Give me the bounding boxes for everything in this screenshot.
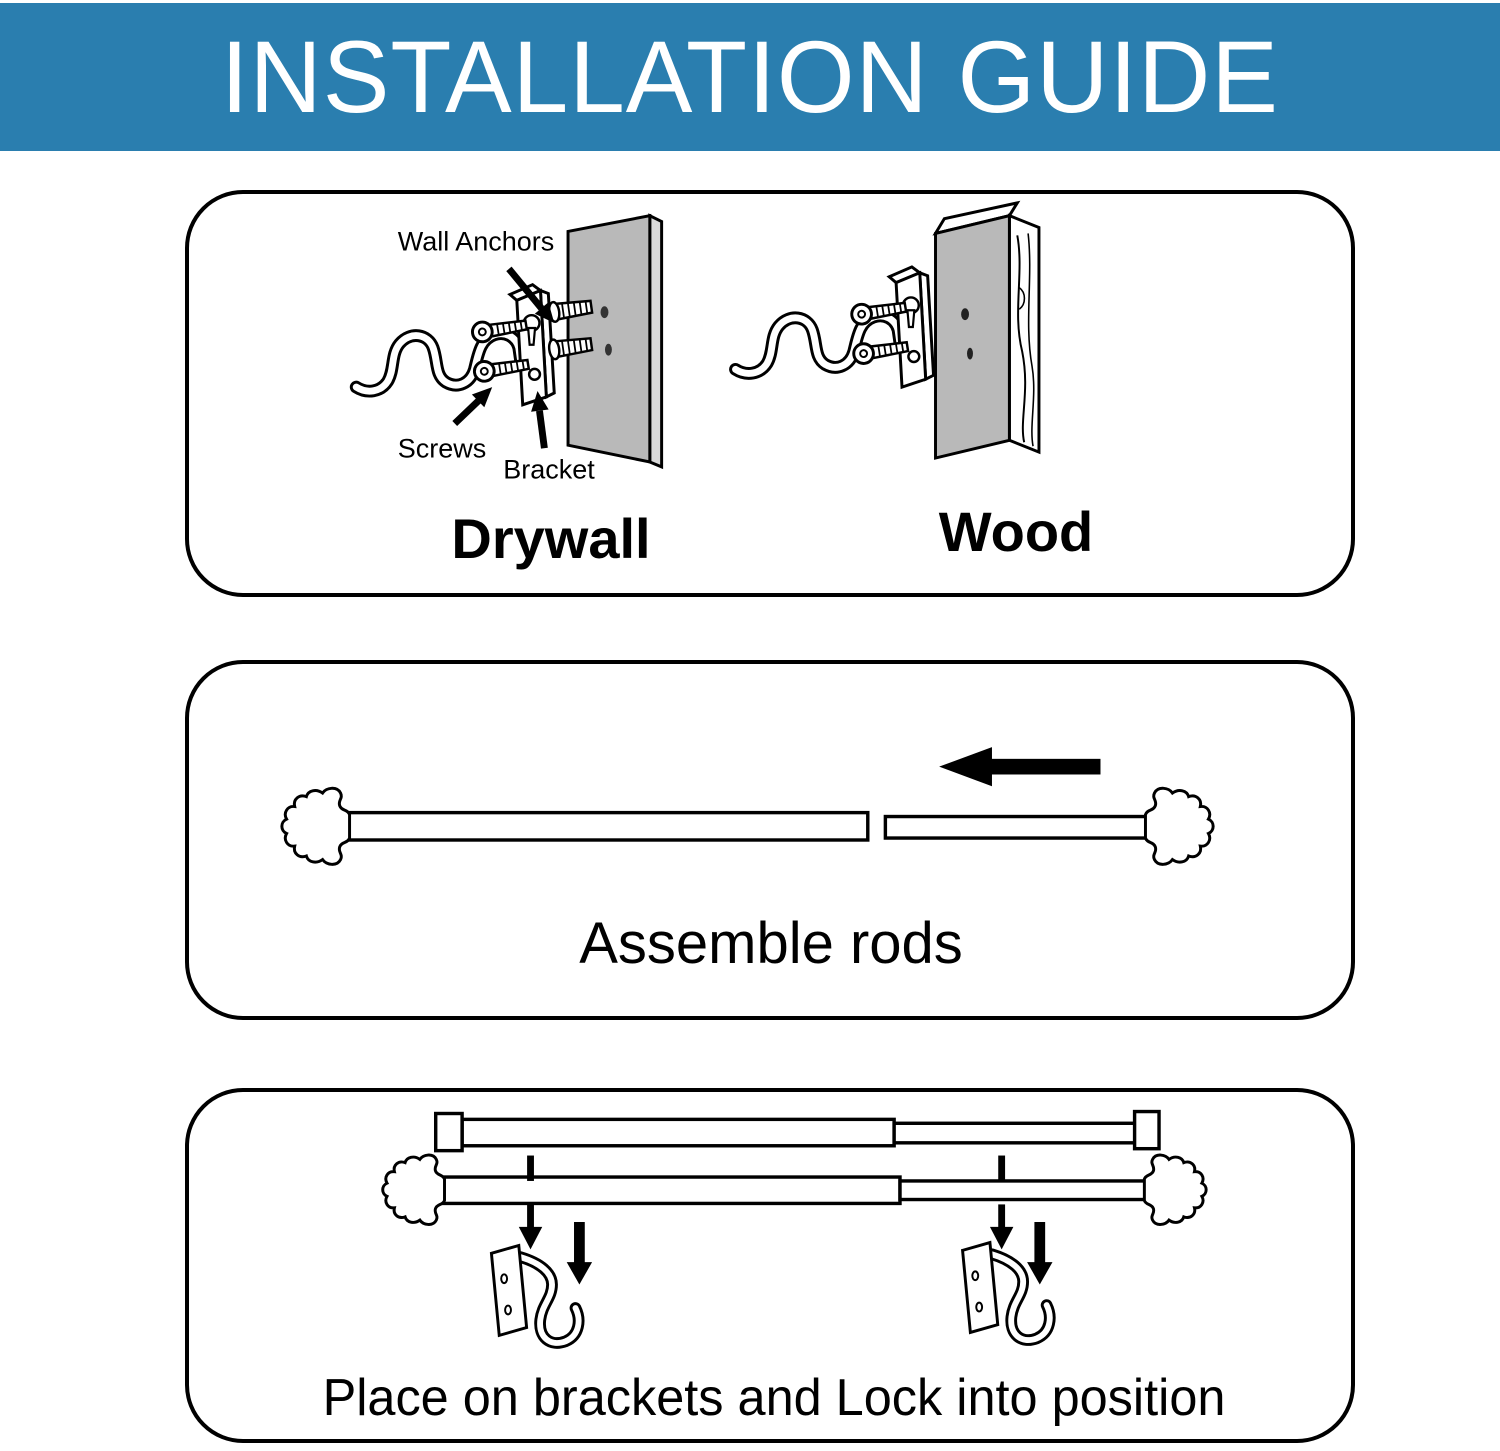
drywall-board-icon — [566, 213, 664, 470]
drywall-figure — [356, 213, 664, 470]
caption-drywall: Drywall — [451, 507, 651, 570]
assemble-rod-left-icon — [280, 786, 870, 866]
finial-rod-icon — [381, 1153, 1208, 1226]
place-illustration — [381, 1109, 1208, 1439]
screws-arrow — [452, 387, 493, 427]
panel-assemble: Assemble rods — [185, 660, 1355, 1020]
mounting-illustration — [189, 200, 1041, 470]
wood-figure — [736, 200, 1041, 460]
assemble-illustration — [280, 747, 1215, 866]
bracket-arrow — [531, 391, 549, 449]
wall-anchors-arrow — [506, 266, 555, 324]
wood-board-icon — [932, 200, 1041, 460]
caption-wood: Wood — [938, 500, 1094, 563]
page-title: INSTALLATION GUIDE — [220, 19, 1280, 134]
double-hook-bracket-icon — [736, 267, 934, 387]
assemble-direction-arrow-icon — [939, 747, 1101, 787]
double-hook-bracket-icon — [356, 285, 554, 405]
label-wall-anchors: Wall Anchors — [397, 226, 555, 257]
caption-place: Place on brackets and Lock into position — [322, 1369, 1226, 1427]
assemble-rod-right-icon — [883, 786, 1215, 866]
caption-assemble: Assemble rods — [579, 911, 963, 976]
label-bracket: Bracket — [503, 454, 595, 485]
panel-place: Place on brackets and Lock into position — [185, 1088, 1355, 1443]
plain-rod-icon — [433, 1109, 1161, 1153]
header-banner: INSTALLATION GUIDE — [0, 3, 1500, 151]
label-screws: Screws — [397, 433, 487, 464]
panel-mounting: Wall Anchors Screws Bracket Drywall Wood — [185, 190, 1355, 597]
